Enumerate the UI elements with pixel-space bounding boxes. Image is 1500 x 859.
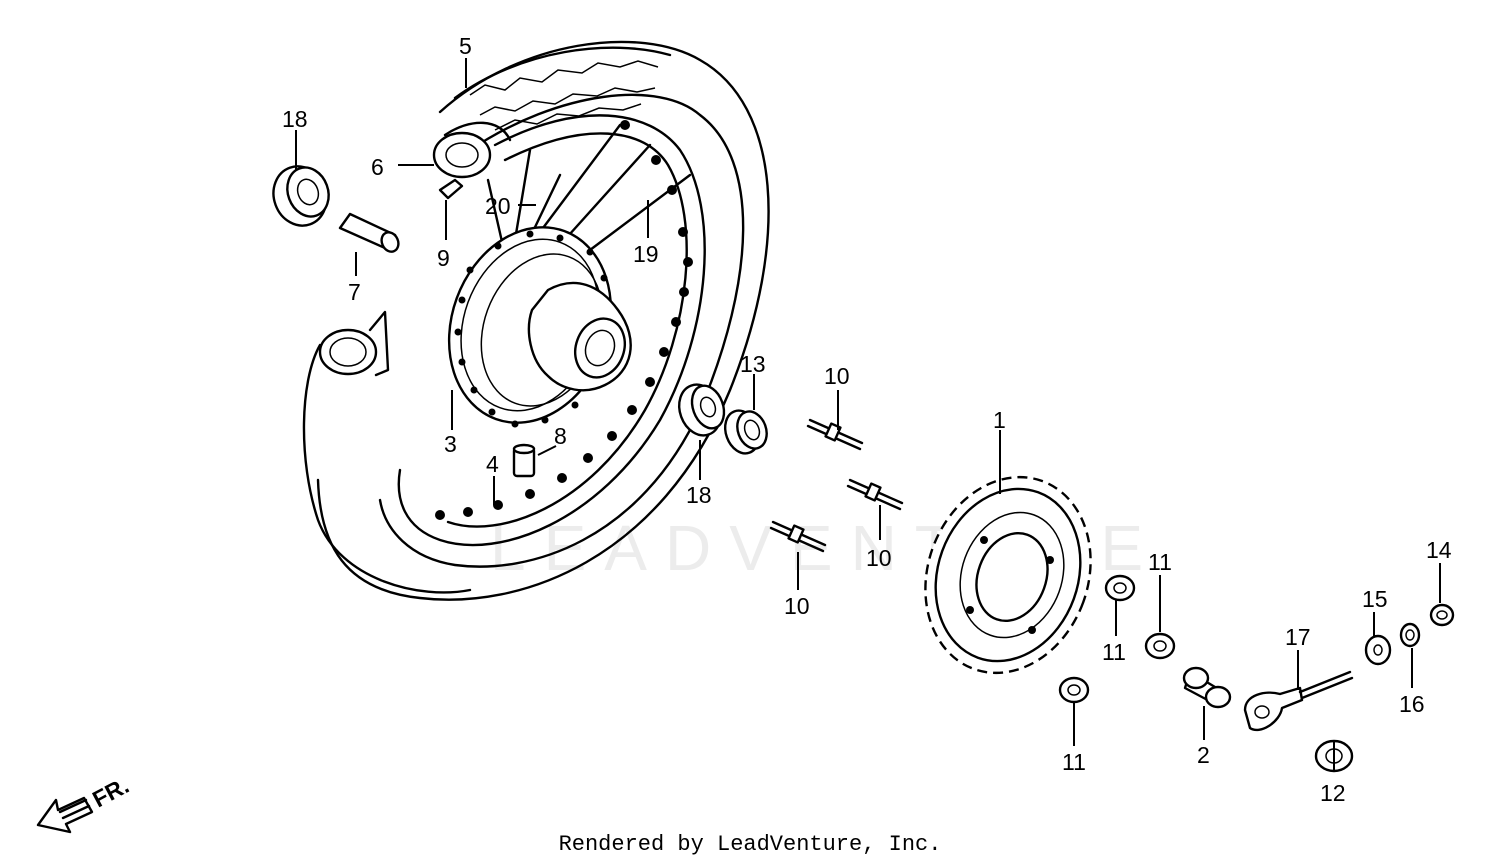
callout-12: 12 — [1320, 780, 1346, 806]
callout-20: 20 — [485, 193, 511, 219]
direction-label: FR. — [88, 772, 133, 812]
washer — [1364, 634, 1392, 666]
callout-15: 15 — [1362, 586, 1388, 612]
spring-washer — [1399, 622, 1421, 648]
bearing-right — [678, 383, 726, 437]
callout-19: 19 — [633, 241, 659, 267]
leader-lines — [295, 58, 1441, 772]
oil-seal — [723, 409, 768, 455]
nut-11-c — [1058, 676, 1090, 704]
front-direction-arrow — [36, 796, 94, 834]
callout-18-right: 18 — [686, 482, 712, 508]
callout-3: 3 — [444, 431, 457, 457]
rim — [397, 114, 706, 547]
callout-8: 8 — [554, 423, 567, 449]
callout-11-b: 11 — [1102, 639, 1126, 665]
rim-band — [438, 178, 464, 200]
callout-9: 9 — [437, 245, 450, 271]
callout-4: 4 — [486, 451, 499, 477]
nut-11-a — [1104, 574, 1136, 602]
valve-cap — [512, 443, 536, 478]
callout-18-left: 18 — [282, 106, 308, 132]
distance-collar — [338, 212, 400, 253]
callout-10-middle: 10 — [866, 545, 892, 571]
bearing-left — [272, 165, 330, 227]
callout-labels: 1 2 3 4 5 6 7 8 9 10 10 10 11 11 11 12 1… — [282, 33, 1452, 806]
callout-5: 5 — [459, 33, 472, 59]
stud-top — [806, 418, 864, 451]
final-driven-sprocket — [924, 475, 1092, 675]
stud-bottom — [769, 520, 827, 553]
callout-1: 1 — [993, 407, 1006, 433]
footer-credit: Rendered by LeadVenture, Inc. — [559, 832, 942, 857]
callout-17: 17 — [1285, 624, 1311, 650]
callout-6: 6 — [371, 154, 384, 180]
callout-10-top: 10 — [824, 363, 850, 389]
callout-10-bottom: 10 — [784, 593, 810, 619]
callout-16: 16 — [1399, 691, 1425, 717]
callout-7: 7 — [348, 279, 361, 305]
inner-tube — [432, 121, 512, 179]
lock-nut — [1429, 603, 1455, 627]
nut-11-b — [1144, 632, 1176, 660]
callout-14: 14 — [1426, 537, 1452, 563]
tire-cutaway — [302, 310, 472, 594]
callout-11-a: 11 — [1148, 549, 1172, 575]
callout-2: 2 — [1197, 742, 1210, 768]
callout-11-c: 11 — [1062, 749, 1086, 775]
axle-collar — [1182, 666, 1232, 709]
tire — [316, 40, 770, 601]
chain-adjuster — [1243, 670, 1354, 731]
callout-13: 13 — [740, 351, 766, 377]
rear-hub — [447, 226, 632, 428]
stud-middle — [846, 478, 904, 511]
